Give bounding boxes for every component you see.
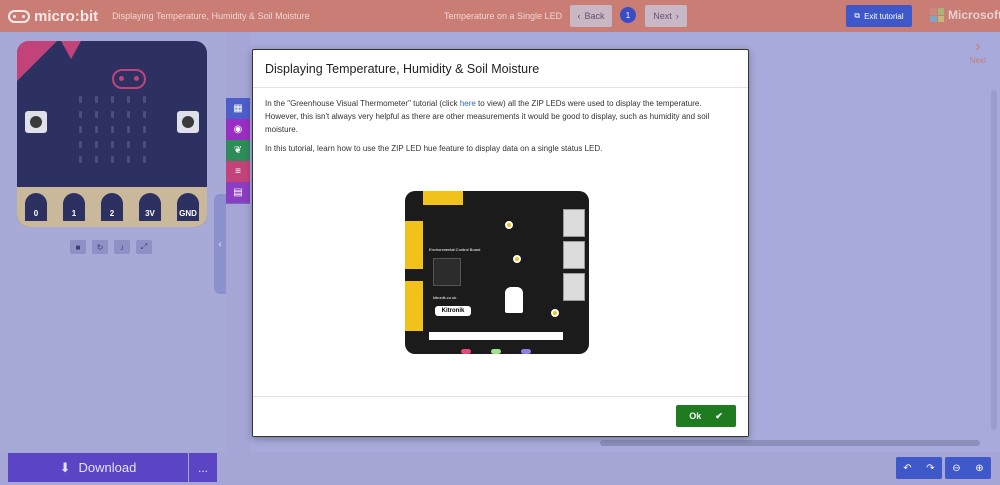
side-next-label: Next xyxy=(969,56,987,65)
button-a[interactable] xyxy=(25,111,47,133)
project-title: Displaying Temperature, Humidity & Soil … xyxy=(112,11,310,21)
dialog-footer: Ok ✔ xyxy=(253,396,748,436)
undo-icon[interactable]: ↶ xyxy=(903,462,912,474)
toolbox-grid-icon[interactable]: ▤ xyxy=(226,182,250,203)
terminal-blocks xyxy=(563,209,587,309)
zoom-group: ⊖ ⊕ xyxy=(945,457,991,479)
exit-tutorial-button[interactable]: ⧉ Exit tutorial xyxy=(846,5,912,27)
back-button[interactable]: ‹ Back xyxy=(570,5,612,27)
board-label: Environmental Control Board xyxy=(429,247,481,252)
check-icon: ✔ xyxy=(715,410,723,421)
button-b[interactable] xyxy=(177,111,199,133)
next-label: Next xyxy=(653,11,672,21)
exit-tutorial-label: Exit tutorial xyxy=(864,11,904,21)
ok-button[interactable]: Ok ✔ xyxy=(676,405,736,427)
side-next-button[interactable]: › Next xyxy=(963,38,993,88)
vertical-scrollbar[interactable] xyxy=(991,90,997,430)
flower-icon xyxy=(551,309,559,317)
step-indicator[interactable]: 1 xyxy=(620,7,636,23)
fullscreen-icon[interactable]: ⤢ xyxy=(136,240,152,254)
toolbox-leaf-icon[interactable]: ❦ xyxy=(226,140,250,161)
download-label: Download xyxy=(78,460,137,475)
chevron-left-icon: ‹ xyxy=(218,238,222,250)
undo-redo-group: ↶ ↷ xyxy=(896,457,942,479)
pin-0[interactable]: 0 xyxy=(25,193,47,221)
ok-label: Ok xyxy=(689,411,702,421)
pin-3v: 3V xyxy=(139,193,161,221)
sound-icon[interactable]: ♪ xyxy=(114,240,130,254)
toolbox-led-icon[interactable]: ≡ xyxy=(226,161,250,182)
zip-led-blue xyxy=(521,349,531,354)
horizontal-scrollbar[interactable] xyxy=(600,440,980,446)
dialog-paragraph-2: In this tutorial, learn how to use the Z… xyxy=(265,144,603,154)
tutorial-dialog: Displaying Temperature, Humidity & Soil … xyxy=(252,49,749,437)
zip-led-red xyxy=(461,349,471,354)
top-bar: micro:bit Displaying Temperature, Humidi… xyxy=(0,0,1000,32)
tutorial-step-title: Temperature on a Single LED xyxy=(444,11,563,21)
microsoft-grid-icon xyxy=(930,8,944,22)
zip-led-green xyxy=(491,349,501,354)
more-options-button[interactable]: ... xyxy=(189,453,217,482)
dialog-body: In the "Greenhouse Visual Thermometer" t… xyxy=(253,88,748,173)
restart-icon[interactable]: ↻ xyxy=(92,240,108,254)
collapse-simulator-button[interactable]: ‹ xyxy=(214,194,226,294)
toolbox-input-icon[interactable]: ◉ xyxy=(226,119,250,140)
pin-1[interactable]: 1 xyxy=(63,193,85,221)
external-link-icon: ⧉ xyxy=(854,11,861,20)
microsoft-logo[interactable]: Microsoft xyxy=(930,8,1000,22)
microbit-board: 0 1 2 3V GND xyxy=(17,41,207,227)
dialog-paragraph-1: In the "Greenhouse Visual Thermometer" t… xyxy=(265,99,710,134)
led-matrix xyxy=(79,96,151,163)
chevron-left-icon: ‹ xyxy=(577,11,581,21)
zoom-out-icon[interactable]: ⊖ xyxy=(952,462,961,474)
edge-connector xyxy=(429,332,563,340)
flower-icon xyxy=(513,255,521,263)
board-corner-decoration-2 xyxy=(61,41,81,59)
toolbox-basic-icon[interactable]: ▦ xyxy=(226,98,250,119)
download-button[interactable]: ⬇ Download xyxy=(8,453,188,482)
flower-icon xyxy=(505,221,513,229)
zoom-in-icon[interactable]: ⊕ xyxy=(975,462,984,474)
simulator-toolbar: ■ ↻ ♪ ⤢ xyxy=(70,240,152,254)
board-display xyxy=(433,258,461,286)
microbit-logo-icon xyxy=(8,9,30,23)
simulator-panel: 0 1 2 3V GND ■ ↻ ♪ ⤢ xyxy=(0,32,226,452)
dialog-title: Displaying Temperature, Humidity & Soil … xyxy=(253,50,748,88)
chevron-right-icon: › xyxy=(975,38,981,55)
board-corner-decoration xyxy=(17,41,57,81)
kitronik-board-image: Environmental Control Board kitronik.co.… xyxy=(405,191,589,354)
pin-strip: 0 1 2 3V GND xyxy=(17,187,207,227)
here-link[interactable]: here xyxy=(459,99,476,108)
microbit-logo[interactable]: micro:bit xyxy=(8,8,98,25)
pin-gnd: GND xyxy=(177,193,199,221)
pin-2[interactable]: 2 xyxy=(101,193,123,221)
kitronik-badge: Kitronik xyxy=(435,306,471,316)
download-icon: ⬇ xyxy=(59,459,71,475)
back-label: Back xyxy=(584,11,605,21)
stop-icon[interactable]: ■ xyxy=(70,240,86,254)
redo-icon[interactable]: ↷ xyxy=(926,462,935,474)
board-website: kitronik.co.uk xyxy=(433,295,457,300)
robot-mascot-icon xyxy=(505,287,523,313)
toolbox: ▦ ◉ ❦ ≡ ▤ xyxy=(226,98,250,204)
logo-text: micro:bit xyxy=(34,7,99,25)
face-logo-icon[interactable] xyxy=(112,69,146,89)
next-button[interactable]: Next › xyxy=(645,5,687,27)
chevron-right-icon: › xyxy=(675,11,679,21)
brand-text: Microsoft xyxy=(948,8,1000,22)
